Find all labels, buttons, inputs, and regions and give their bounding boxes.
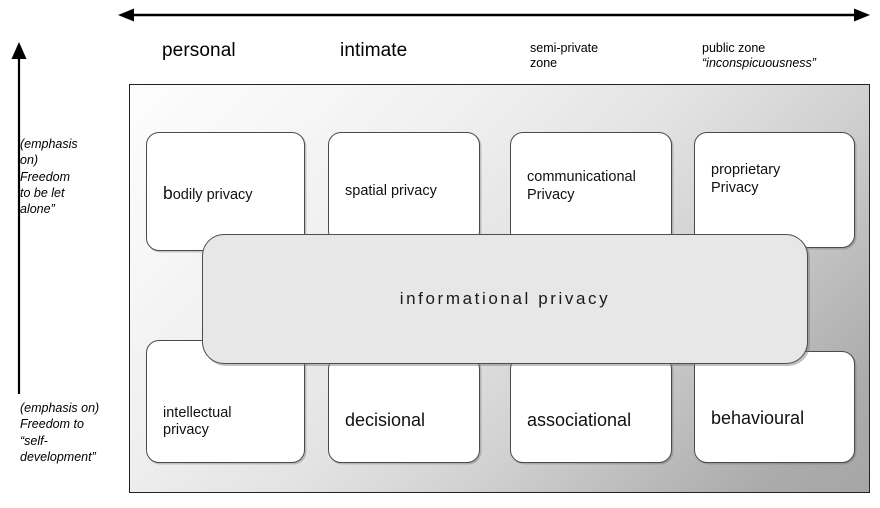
card-behavioural[interactable]: behavioural	[694, 351, 855, 463]
side-label-line: alone”	[20, 202, 55, 216]
card-communicational-privacy[interactable]: communicational Privacy	[510, 132, 672, 246]
card-label: bodily privacy	[163, 183, 253, 205]
side-label-freedom-to-be-let-alone: (emphasis on) Freedom to be let alone”	[20, 136, 124, 217]
card-informational-privacy[interactable]: informational privacy	[202, 234, 808, 364]
card-label-line: intellectual	[163, 404, 232, 421]
card-label: communicational Privacy	[527, 169, 636, 204]
column-header-intimate: intimate	[340, 40, 407, 62]
column-title: semi-private	[530, 41, 599, 55]
card-label-rest: odily privacy	[172, 187, 253, 203]
card-proprietary-privacy[interactable]: proprietary Privacy	[694, 132, 855, 248]
column-header-semi-private-zone: semi-private zone	[530, 41, 598, 71]
card-label-line: communicational	[527, 169, 636, 185]
column-subtitle: “inconspicuousness”	[702, 55, 816, 70]
column-header-personal: personal	[162, 40, 236, 62]
card-decisional[interactable]: decisional	[328, 356, 480, 463]
column-header-public-zone: public zone “inconspicuousness”	[702, 41, 816, 71]
card-label: associational	[527, 410, 632, 431]
column-title: personal	[162, 40, 236, 61]
left-arrowhead-icon	[118, 8, 134, 22]
card-label: proprietary Privacy	[711, 162, 780, 197]
right-arrowhead-icon	[854, 8, 870, 22]
horizontal-axis	[118, 8, 870, 22]
side-label-line: “self-	[20, 433, 48, 448]
column-subtitle: zone	[530, 55, 558, 70]
center-band-label: informational privacy	[399, 289, 611, 308]
up-arrowhead-icon	[11, 42, 27, 59]
card-label-lead: b	[163, 183, 173, 203]
card-associational[interactable]: associational	[510, 356, 672, 463]
card-label: intellectual privacy	[163, 405, 232, 440]
side-label-line: (emphasis	[20, 137, 78, 151]
card-label: decisional	[345, 410, 426, 431]
side-label-freedom-to-self-development: (emphasis on) Freedom to “self- developm…	[20, 400, 124, 465]
side-label-line: to be let	[20, 185, 65, 200]
side-label-line: (emphasis on)	[20, 401, 100, 415]
card-label-line: Privacy	[527, 186, 575, 203]
card-label-line: privacy	[163, 422, 209, 439]
card-label-line: Privacy	[711, 179, 759, 196]
column-title: public zone	[702, 41, 766, 55]
side-label-line: Freedom to	[20, 417, 84, 432]
side-label-line: development”	[20, 449, 96, 464]
card-label: behavioural	[711, 408, 805, 429]
card-label: spatial privacy	[345, 183, 437, 199]
side-label-line: Freedom	[20, 169, 71, 184]
card-label-line: proprietary	[711, 162, 781, 178]
column-title: intimate	[340, 40, 408, 61]
vertical-axis	[11, 42, 27, 394]
side-label-line: on)	[20, 153, 39, 168]
card-spatial-privacy[interactable]: spatial privacy	[328, 132, 480, 244]
